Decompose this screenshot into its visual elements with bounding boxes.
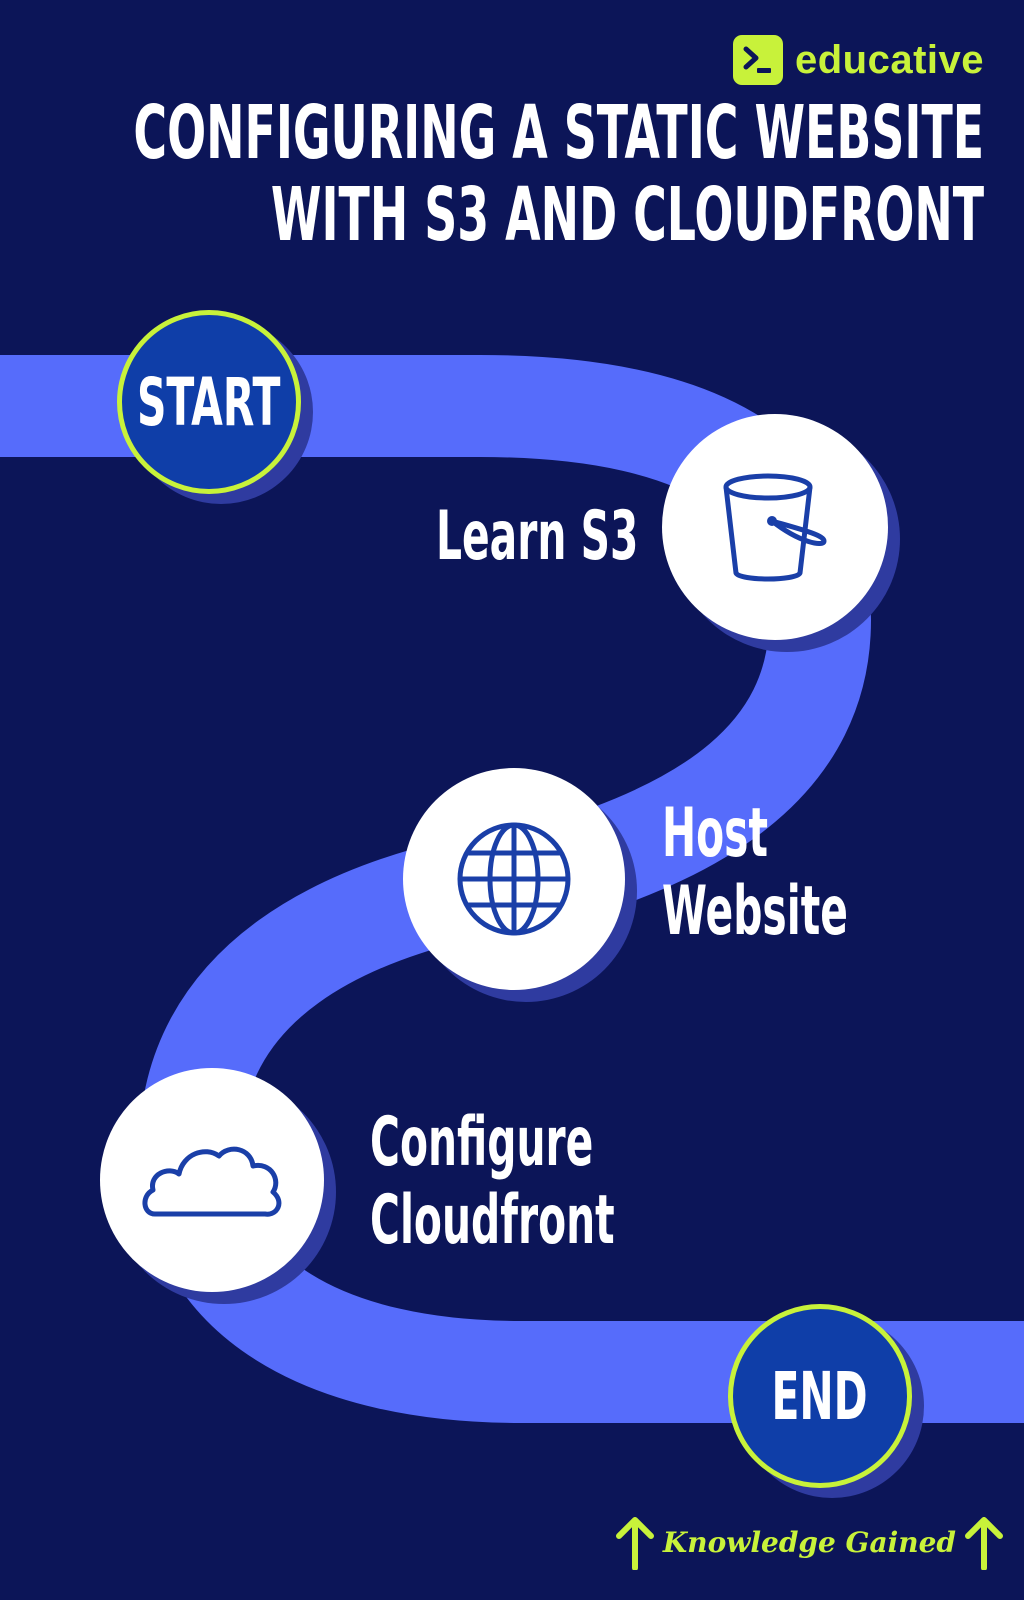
step-configure-cloudfront-node [100,1068,324,1292]
footer-text: Knowledge Gained [662,1525,956,1559]
arrow-up-icon [615,1517,654,1570]
step-configure-cloudfront-label: Configure Cloudfront [370,1103,615,1260]
end-marker: END [728,1304,912,1488]
title-line-2: WITH S3 AND CLOUDFRONT [270,172,984,258]
cloud-icon [142,1146,282,1217]
step-learn-s3-label: Learn S3 [436,497,639,576]
step-host-website-node [403,768,625,990]
brand-logo: educative [732,35,984,85]
step-learn-s3-node [662,414,888,640]
start-marker: START [117,310,301,494]
start-label: START [137,363,281,441]
globe-icon [457,822,571,936]
arrow-up-icon [965,1517,1003,1570]
end-label: END [771,1357,869,1435]
bucket-icon [723,473,827,582]
brand-name: educative [794,38,984,82]
page-title: CONFIGURING A STATIC WEBSITE WITH S3 AND… [0,96,984,260]
terminal-prompt-icon [732,35,783,85]
title-line-1: CONFIGURING A STATIC WEBSITE [133,90,984,176]
step-host-website-label: Host Website [662,794,848,951]
footer-knowledge-gained: Knowledge Gained [613,1514,1006,1570]
